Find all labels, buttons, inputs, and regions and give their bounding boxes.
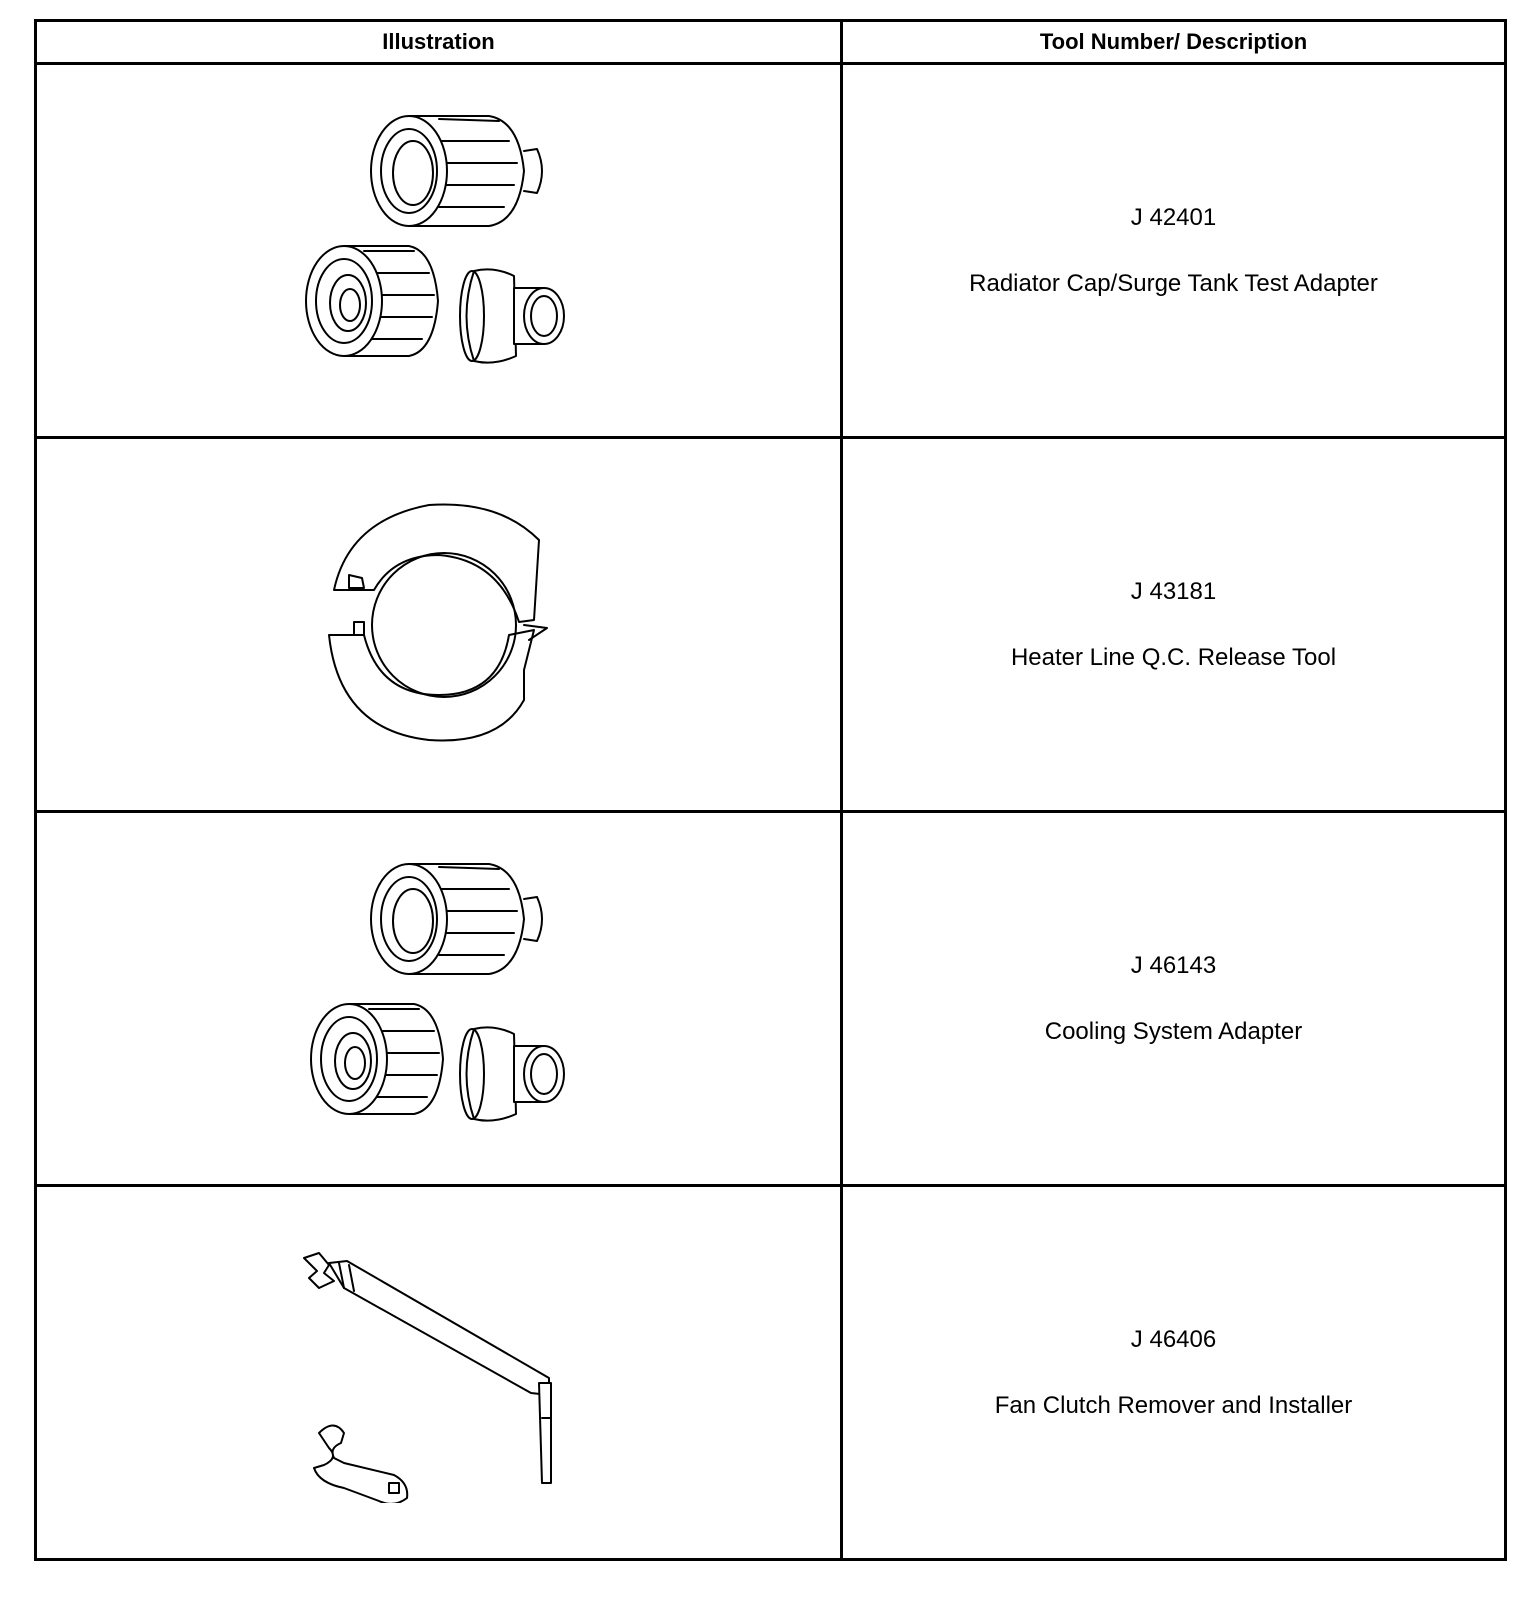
tool-number: J 43181: [1130, 577, 1217, 605]
tool-description: Cooling System Adapter: [1044, 1017, 1303, 1045]
adapter-set-icon: [304, 114, 565, 364]
table-header-row: Illustration Tool Number/ Description: [34, 19, 1507, 65]
table-row: J 42401 Radiator Cap/Surge Tank Test Ada…: [34, 62, 1507, 439]
illustration-header: Illustration: [34, 19, 843, 65]
tool-number: J 42401: [1130, 203, 1217, 231]
illustration-cell: [34, 436, 843, 813]
table-row: J 43181 Heater Line Q.C. Release Tool: [34, 436, 1507, 813]
tool-number: J 46143: [1130, 951, 1217, 979]
release-tool-icon: [327, 502, 548, 741]
illustration-cell: [34, 62, 843, 439]
wrench-tool-icon: [302, 1251, 552, 1503]
special-tools-table: Illustration Tool Number/ Description: [34, 19, 1507, 1561]
table-row: J 46143 Cooling System Adapter: [34, 810, 1507, 1187]
description-cell: J 43181 Heater Line Q.C. Release Tool: [840, 436, 1507, 813]
tool-description: Radiator Cap/Surge Tank Test Adapter: [969, 269, 1378, 297]
description-header: Tool Number/ Description: [840, 19, 1507, 65]
adapter-set-icon: [309, 862, 565, 1122]
tool-description: Heater Line Q.C. Release Tool: [1010, 643, 1337, 671]
table-row: J 46406 Fan Clutch Remover and Installer: [34, 1184, 1507, 1561]
description-cell: J 42401 Radiator Cap/Surge Tank Test Ada…: [840, 62, 1507, 439]
description-cell: J 46406 Fan Clutch Remover and Installer: [840, 1184, 1507, 1561]
illustration-cell: [34, 1184, 843, 1561]
tool-number: J 46406: [1130, 1325, 1217, 1353]
description-cell: J 46143 Cooling System Adapter: [840, 810, 1507, 1187]
illustration-cell: [34, 810, 843, 1187]
tool-description: Fan Clutch Remover and Installer: [994, 1391, 1353, 1419]
